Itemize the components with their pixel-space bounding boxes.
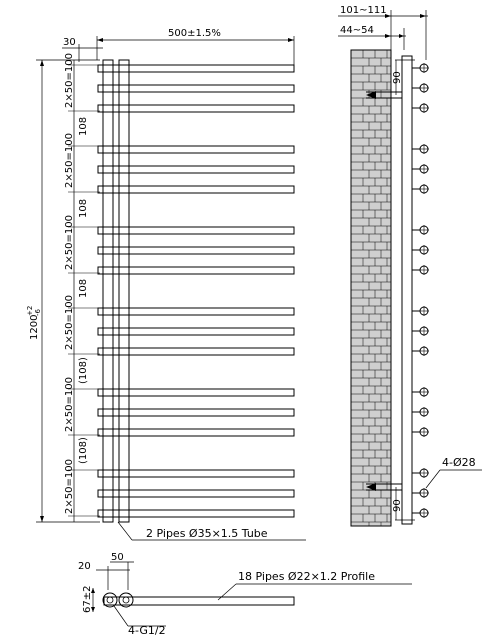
side-pipe-ends: [412, 63, 429, 518]
holes-label: 4-Ø28: [442, 456, 476, 469]
gap-label-2: 108: [78, 199, 89, 218]
horizontal-pipe: [97, 64, 295, 73]
horizontal-pipe: [97, 428, 295, 437]
horizontal-pipe: [97, 509, 295, 518]
group-spacing-1: 2×50=100: [64, 53, 75, 108]
horizontal-pipe: [97, 489, 295, 498]
connector-right: [118, 592, 134, 608]
horizontal-pipe: [97, 327, 295, 336]
horizontal-pipe: [97, 84, 295, 93]
group-spacing-5: 2×50=100: [64, 377, 75, 432]
horizontal-pipe: [97, 145, 295, 154]
horizontal-pipe: [97, 266, 295, 275]
tube-callout: 2 Pipes Ø35×1.5 Tube: [146, 527, 268, 540]
horizontal-pipe: [97, 185, 295, 194]
horizontal-pipe: [97, 307, 295, 316]
group-dimension-ticks: [68, 64, 100, 517]
collector-tube-right: [118, 59, 130, 523]
group-spacing-3: 2×50=100: [64, 215, 75, 270]
bottom-spacing-label: 50: [111, 552, 124, 563]
width-label: 500±1.5%: [168, 28, 221, 39]
horizontal-pipe: [97, 226, 295, 235]
connector-left: [102, 592, 118, 608]
wall-gap-label: 44~54: [340, 25, 374, 36]
gap-label-3: 108: [78, 279, 89, 298]
wall-brick-pattern: [351, 49, 391, 526]
horizontal-pipe: [97, 347, 295, 356]
horizontal-pipe: [97, 104, 295, 113]
group-spacing-2: 2×50=100: [64, 133, 75, 188]
height-tol-plus: +2: [26, 306, 34, 316]
gap-label-4: (108): [78, 357, 89, 384]
horizontal-pipe: [97, 408, 295, 417]
bottom-view: 20 50 67±2 4-G1/2 18 Pipes Ø22×1.2 Profi…: [78, 552, 412, 637]
connector-height-label: 67±2: [82, 586, 93, 613]
bottom-pipe: [103, 596, 295, 606]
height-tol-minus: -6: [34, 308, 42, 316]
gap-label-1: 108: [78, 117, 89, 136]
horizontal-pipe: [97, 388, 295, 397]
group-spacing-6: 2×50=100: [64, 459, 75, 514]
collector-side: [401, 55, 413, 525]
profile-callout: 18 Pipes Ø22×1.2 Profile: [238, 570, 375, 583]
top-bracket-label: 90: [392, 71, 403, 84]
group-spacing-4: 2×50=100: [64, 295, 75, 350]
depth-label: 101~111: [340, 5, 387, 16]
left-offset-label: 30: [63, 37, 76, 48]
thread-label: 4-G1/2: [128, 624, 166, 637]
collector-tube-left: [102, 59, 114, 523]
bottom-bracket-label: 90: [392, 499, 403, 512]
bottom-offset-label: 20: [78, 561, 91, 572]
front-view: 500±1.5% 30 1200 +2 -6 2×50=100 2×50=100…: [26, 28, 306, 541]
height-label: 1200: [29, 315, 40, 340]
horizontal-pipe: [97, 165, 295, 174]
side-view: 101~111 44~54 90 90 4-Ø28: [338, 5, 482, 527]
horizontal-pipe: [97, 469, 295, 478]
wall: [350, 49, 392, 527]
horizontal-pipe: [97, 246, 295, 255]
gap-label-5: (108): [78, 437, 89, 464]
horizontal-pipes: [97, 60, 295, 522]
